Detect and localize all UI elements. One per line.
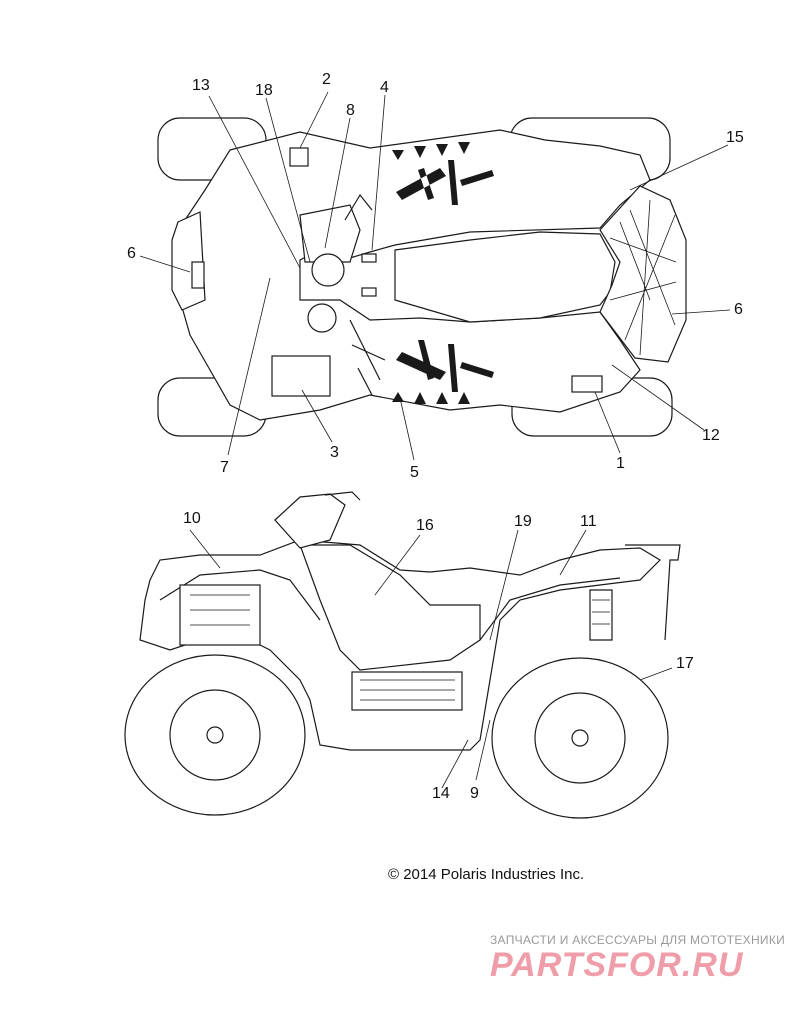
callout-12: 12 <box>702 427 720 444</box>
callout-13: 13 <box>192 77 210 94</box>
callout-10: 10 <box>183 510 201 527</box>
rear-rack <box>599 185 687 363</box>
atv-side-view <box>124 491 681 819</box>
callout-9: 9 <box>470 785 479 802</box>
callout-14: 14 <box>432 785 450 802</box>
decal-3-panel <box>271 355 331 397</box>
callout-4: 4 <box>380 79 389 96</box>
decal-1-panel <box>571 375 603 393</box>
callout-16: 16 <box>416 517 434 534</box>
callout-6-left: 6 <box>127 245 136 262</box>
callout-11: 11 <box>580 513 597 530</box>
watermark-tagline: ЗАПЧАСТИ И АКСЕССУАРЫ ДЛЯ МОТОТЕХНИКИ <box>490 933 786 947</box>
callout-1: 1 <box>616 455 625 472</box>
leader-lines <box>139 91 731 789</box>
engine-detail <box>179 584 463 711</box>
callout-2: 2 <box>322 71 331 88</box>
atv-top-view <box>157 117 687 437</box>
callout-19: 19 <box>514 513 532 530</box>
footwell-decals-top <box>392 142 494 404</box>
callout-18: 18 <box>255 82 273 99</box>
callout-labels: 13 18 2 8 4 15 6 6 7 3 5 12 1 10 16 19 1… <box>127 71 744 802</box>
callout-7: 7 <box>220 459 229 476</box>
callout-17: 17 <box>676 655 694 672</box>
callout-6-right: 6 <box>734 301 743 318</box>
decal-2-panel <box>289 147 309 167</box>
callout-5: 5 <box>410 464 419 481</box>
callout-15: 15 <box>726 129 744 146</box>
copyright-notice: © 2014 Polaris Industries Inc. <box>388 866 585 883</box>
watermark-logo: PARTSFOR.RU <box>490 946 744 984</box>
callout-3: 3 <box>330 444 339 461</box>
callout-8: 8 <box>346 102 355 119</box>
